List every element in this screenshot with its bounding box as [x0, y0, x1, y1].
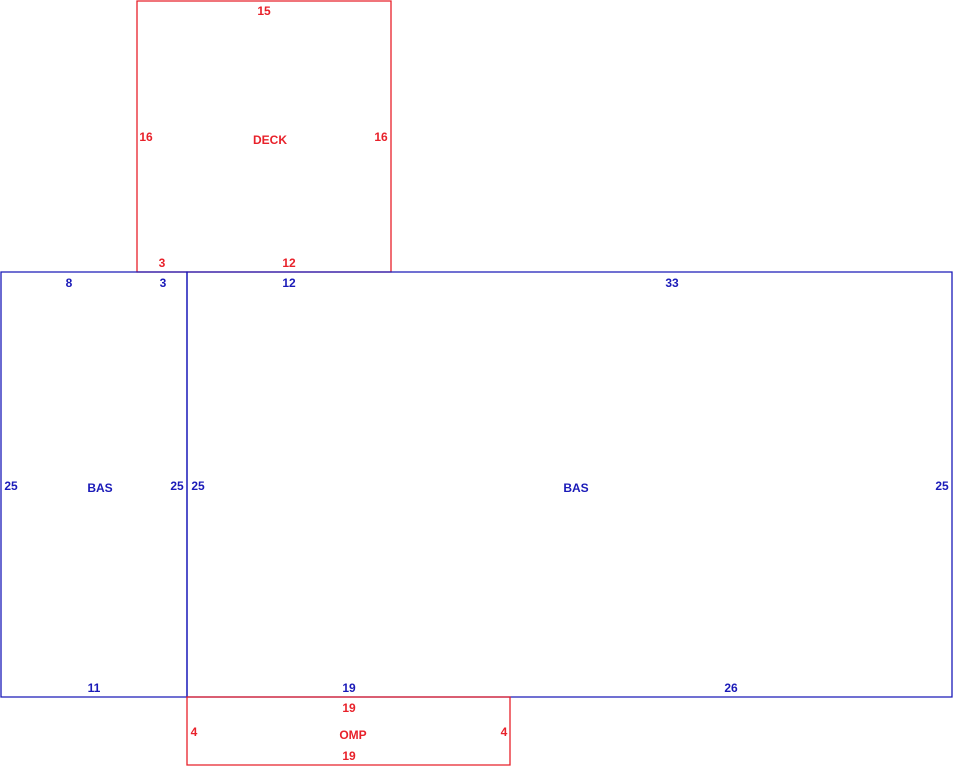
deck-area: DECK 15 16 16 3 12 — [136, 0, 392, 273]
deck-label: DECK — [253, 133, 287, 147]
omp-outline — [186, 696, 511, 766]
omp-left-dimension: 4 — [191, 725, 198, 739]
bas-main-top-right-dimension: 33 — [665, 276, 679, 290]
bas-main-right-dimension: 25 — [935, 479, 949, 493]
omp-label: OMP — [339, 728, 366, 742]
bas-left-top-right-dimension: 3 — [160, 276, 167, 290]
bas-main-bottom-left-dimension: 19 — [342, 681, 356, 695]
deck-bottom-left-dimension: 3 — [159, 256, 166, 270]
deck-right-dimension: 16 — [374, 130, 388, 144]
deck-bottom-right-dimension: 12 — [282, 256, 296, 270]
omp-right-dimension: 4 — [501, 725, 508, 739]
bas-main-label: BAS — [563, 481, 588, 495]
bas-left-area: BAS 8 3 25 25 11 — [0, 271, 188, 698]
bas-left-top-left-dimension: 8 — [66, 276, 73, 290]
omp-area: OMP 19 4 4 19 — [186, 696, 511, 766]
bas-main-top-left-dimension: 12 — [282, 276, 296, 290]
bas-left-bottom-dimension: 11 — [88, 681, 101, 695]
bas-left-label: BAS — [87, 481, 112, 495]
bas-main-left-dimension: 25 — [191, 479, 205, 493]
omp-top-dimension: 19 — [342, 701, 356, 715]
deck-left-dimension: 16 — [139, 130, 153, 144]
deck-top-dimension: 15 — [257, 4, 271, 18]
omp-bottom-dimension: 19 — [342, 749, 356, 763]
bas-left-right-dimension: 25 — [170, 479, 184, 493]
bas-main-area: BAS 12 33 25 25 19 26 — [186, 271, 953, 698]
bas-main-bottom-right-dimension: 26 — [724, 681, 738, 695]
bas-main-outline — [186, 271, 953, 698]
bas-left-left-dimension: 25 — [4, 479, 18, 493]
